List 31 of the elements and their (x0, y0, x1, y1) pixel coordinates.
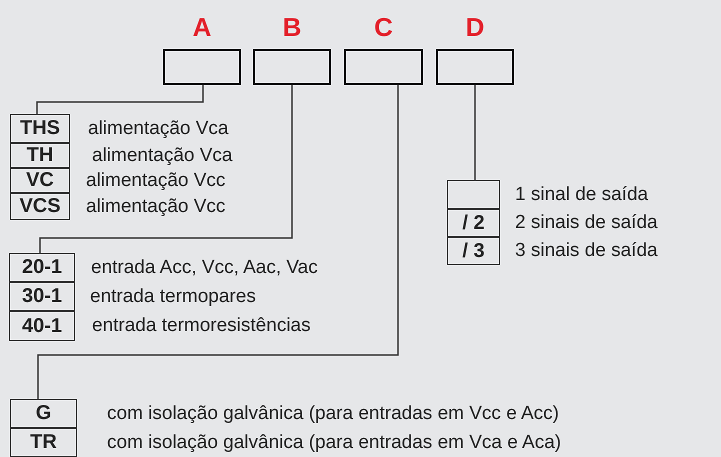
option-code: G (10, 399, 77, 428)
option-description: alimentação Vca (88, 116, 228, 140)
option-description: alimentação Vcc (86, 194, 226, 218)
field-letter: A (192, 12, 212, 42)
option-code: VCS (10, 193, 70, 220)
option-description: alimentação Vca (92, 144, 232, 168)
option-description: entrada Acc, Vcc, Aac, Vac (91, 256, 318, 280)
option-code: THS (10, 114, 70, 143)
option-code: / 2 (447, 209, 500, 237)
option-description: com isolação galvânica (para entradas em Vca e Aca) (107, 430, 562, 454)
connector-line (36, 85, 204, 114)
option-code: / 3 (447, 237, 500, 265)
option-description: com isolação galvânica (para entradas em Vcc e Acc) (107, 402, 559, 426)
field-letter: C (373, 12, 394, 42)
field-letter: B (282, 12, 302, 42)
connector-line (474, 85, 476, 180)
option-description: 1 sinal de saída (515, 182, 648, 206)
option-description: alimentação Vcc (86, 168, 226, 192)
option-description: 3 sinais de saída (515, 239, 658, 263)
option-description: entrada termoresistências (92, 314, 311, 338)
option-code: TH (10, 143, 70, 168)
option-description: 2 sinais de saída (515, 211, 658, 235)
option-code: VC (10, 168, 70, 193)
connector-line (39, 85, 293, 253)
option-description: entrada termopares (90, 284, 256, 308)
option-code: 40-1 (9, 311, 75, 341)
field-letter: D (464, 12, 486, 42)
connector-line (37, 85, 399, 399)
option-code: 30-1 (9, 282, 75, 311)
option-code: 20-1 (9, 253, 75, 282)
option-code: TR (10, 428, 77, 457)
